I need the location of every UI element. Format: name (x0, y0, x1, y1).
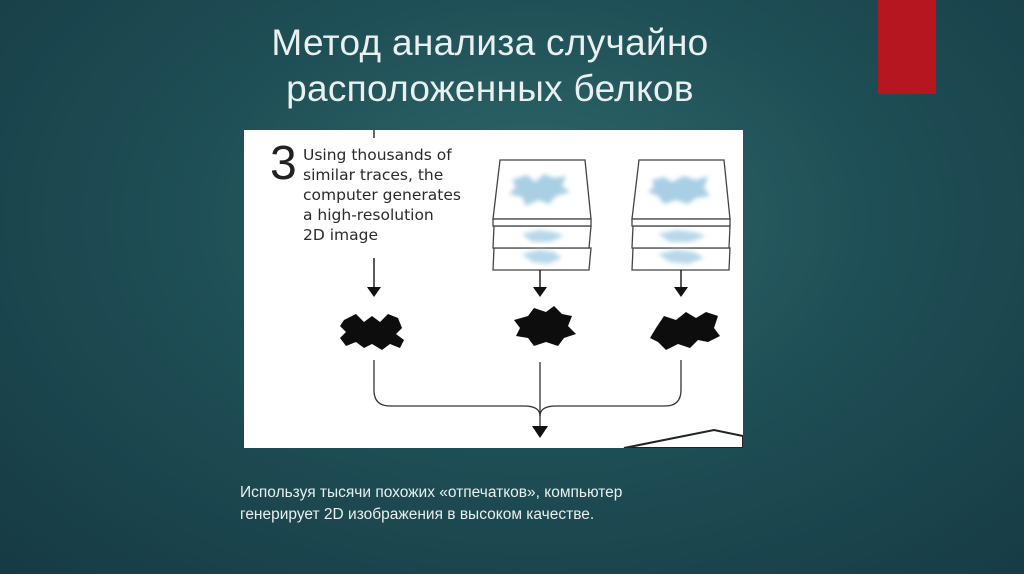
protein-silhouette-icon (340, 314, 404, 350)
step-description: Using thousands of similar traces, the c… (303, 145, 493, 245)
figure-diagram (340, 130, 743, 448)
step-description-line-1: Using thousands of (303, 146, 452, 164)
slide-caption: Используя тысячи похожих «отпечатков», к… (240, 482, 800, 526)
down-arrow-icon (367, 258, 381, 297)
down-arrow-icon (674, 270, 688, 297)
slide-title-line-1: Метод анализа случайно (271, 22, 709, 63)
red-accent-tab (878, 0, 936, 94)
slide-caption-line-2: генерирует 2D изображения в высоком каче… (240, 506, 595, 523)
step-number: 3 (270, 137, 297, 190)
converging-connector (373, 360, 682, 426)
result-image-frame (623, 428, 743, 448)
slide-title: Метод анализа случайно расположенных бел… (160, 20, 820, 112)
down-arrow-icon (533, 270, 547, 297)
slide-caption-line-1: Используя тысячи похожих «отпечатков», к… (240, 484, 623, 501)
step-description-line-5: 2D image (303, 226, 379, 244)
protein-analysis-figure: 3 Using thousands of similar traces, the… (244, 130, 743, 448)
down-arrow-icon (532, 426, 548, 438)
protein-silhouette-icon (514, 306, 576, 346)
trace-stack-icon (492, 159, 592, 271)
step-description-line-2: similar traces, the (303, 166, 444, 184)
step-description-line-4: a high-resolution (303, 206, 434, 224)
protein-silhouette-icon (650, 312, 720, 350)
step-description-line-3: computer generates (303, 186, 461, 204)
slide-title-line-2: расположенных белков (286, 68, 694, 109)
trace-stack-icon (631, 159, 731, 271)
